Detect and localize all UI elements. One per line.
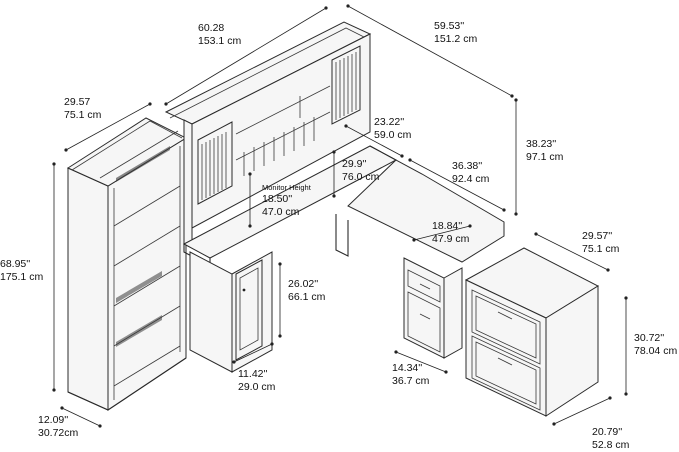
return-depth-label: 29.9'' 76.0 cm (342, 158, 379, 184)
cabinet-width-imperial: 29.57'' (582, 230, 613, 242)
cabinet-width-metric: 75.1 cm (582, 243, 620, 255)
drawer-width-label: 14.34'' 36.7 cm (392, 362, 429, 388)
desk-height-metric: 66.1 cm (288, 291, 326, 303)
total-depth-label: 59.53'' 151.2 cm (434, 20, 477, 46)
return-length-label: 36.38'' 92.4 cm (452, 160, 489, 186)
cabinet-depth-metric: 52.8 cm (592, 439, 630, 451)
cabinet-depth-label: 20.79'' 52.8 cm (592, 426, 629, 452)
pedestal-width-label: 11.42'' 29.0 cm (238, 368, 275, 394)
return-length-metric: 92.4 cm (452, 173, 490, 185)
bookcase-width-imperial: 29.57 (64, 96, 91, 108)
hutch-width-label: 60.28 153.1 cm (198, 22, 241, 48)
pedestal-width-imperial: 11.42'' (238, 368, 268, 380)
hutch-width-metric: 153.1 cm (198, 35, 242, 47)
file-cabinet (464, 247, 600, 417)
return-length-imperial: 36.38'' (452, 160, 483, 172)
l-desk (182, 145, 505, 373)
return-depth-metric: 76.0 cm (342, 171, 380, 183)
hutch-height-metric: 97.1 cm (526, 151, 564, 163)
monitor-height-imperial: 18.50'' (262, 193, 293, 205)
cabinet-depth-imperial: 20.79'' (592, 426, 623, 438)
dimension-lines (52, 4, 628, 428)
hutch-width-imperial: 60.28 (198, 22, 225, 34)
return-width-label: 18.84'' 47.9 cm (432, 220, 469, 246)
drawer-width-metric: 36.7 cm (392, 375, 430, 387)
return-width-imperial: 18.84'' (432, 220, 463, 232)
desk-height-imperial: 26.02'' (288, 278, 319, 290)
bookcase-depth-imperial: 12.09'' (38, 414, 69, 426)
hutch-shelf-height-metric: 59.0 cm (374, 129, 412, 141)
monitor-height-metric: 47.0 cm (262, 206, 300, 218)
cabinet-height-imperial: 30.72'' (634, 332, 665, 344)
desk-height-label: 26.02'' 66.1 cm (288, 278, 325, 304)
pedestal-width-metric: 29.0 cm (238, 381, 276, 393)
bookcase-height-imperial: 68.95'' (0, 258, 31, 270)
drawer-width-imperial: 14.34'' (392, 362, 423, 374)
hutch-shelf-height-label: 23.22'' 59.0 cm (374, 116, 411, 142)
bookcase (66, 117, 188, 411)
bookcase-depth-metric: 30.72cm (38, 427, 79, 439)
total-depth-metric: 151.2 cm (434, 33, 478, 45)
bookcase-width-metric: 75.1 cm (64, 109, 102, 121)
cabinet-width-label: 29.57'' 75.1 cm (582, 230, 619, 256)
bookcase-height-metric: 175.1 cm (0, 271, 44, 283)
bookcase-depth-label: 12.09'' 30.72cm (38, 414, 78, 440)
cabinet-height-metric: 78.04 cm (634, 345, 678, 357)
hutch-shelf-height-imperial: 23.22'' (374, 116, 405, 128)
total-depth-imperial: 59.53'' (434, 20, 465, 32)
return-depth-imperial: 29.9'' (342, 158, 367, 170)
cabinet-height-label: 30.72'' 78.04 cm (634, 332, 677, 358)
hutch (164, 21, 372, 249)
bookcase-height-label: 68.95'' 175.1 cm (0, 258, 43, 284)
monitor-height-title: Monitor Height (262, 183, 311, 192)
bookcase-width-label: 29.57 75.1 cm (64, 96, 101, 122)
return-width-metric: 47.9 cm (432, 233, 470, 245)
monitor-height-label: Monitor Height 18.50'' 47.0 cm (262, 182, 311, 219)
hutch-height-imperial: 38.23'' (526, 138, 557, 150)
hutch-height-label: 38.23'' 97.1 cm (526, 138, 563, 164)
